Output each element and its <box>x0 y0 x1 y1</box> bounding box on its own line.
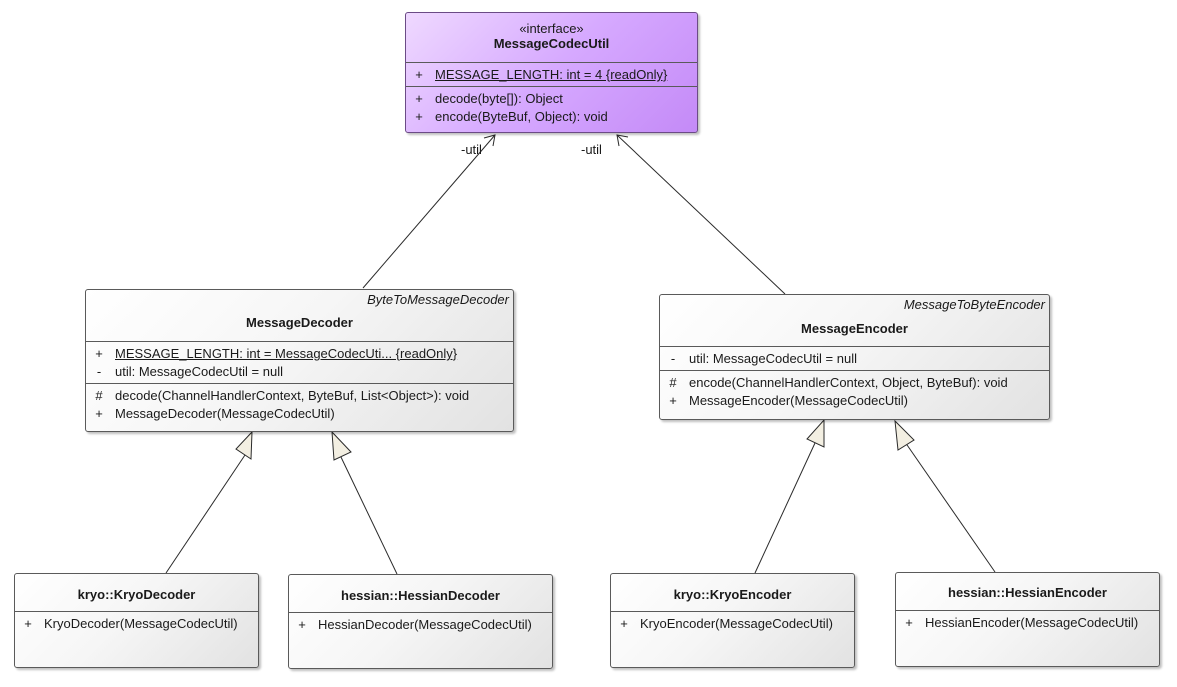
class-kryodecoder[interactable]: kryo::KryoDecoder + KryoDecoder(MessageC… <box>14 573 259 668</box>
operation-row[interactable]: + KryoEncoder(MessageCodecUtil) <box>611 615 854 633</box>
attribute-compartment: + MESSAGE_LENGTH: int = MessageCodecUti.… <box>86 341 513 383</box>
class-name: hessian::HessianEncoder <box>948 585 1107 600</box>
generalization-kryoencoder[interactable] <box>754 418 825 574</box>
visibility-marker: + <box>669 393 677 408</box>
class-name: kryo::KryoDecoder <box>77 587 196 602</box>
generalization-kryodecoder[interactable] <box>165 430 253 574</box>
operation-text: decode(byte[]): Object <box>435 91 563 106</box>
operation-text: KryoDecoder(MessageCodecUtil) <box>44 616 238 631</box>
parent-class-label: MessageToByteEncoder <box>903 297 1045 312</box>
visibility-marker: # <box>669 375 677 390</box>
operation-text: encode(ByteBuf, Object): void <box>435 109 608 124</box>
attribute-text: util: MessageCodecUtil = null <box>689 351 857 366</box>
visibility-marker: + <box>415 67 423 82</box>
generalization-hessiandecoder[interactable] <box>331 430 398 575</box>
attribute-compartment: - util: MessageCodecUtil = null <box>660 346 1049 370</box>
visibility-marker: - <box>96 364 102 379</box>
operation-text: encode(ChannelHandlerContext, Object, By… <box>689 375 1008 390</box>
operation-compartment: + HessianEncoder(MessageCodecUtil) <box>896 610 1159 634</box>
class-messagecodecutil[interactable]: «interface» MessageCodecUtil + MESSAGE_L… <box>405 12 698 133</box>
class-name: hessian::HessianDecoder <box>341 588 500 603</box>
attribute-compartment: + MESSAGE_LENGTH: int = 4 {readOnly} <box>406 62 697 86</box>
operation-row[interactable]: + HessianEncoder(MessageCodecUtil) <box>896 614 1159 632</box>
generalization-hessianencoder[interactable] <box>894 419 996 573</box>
visibility-marker: + <box>95 346 103 361</box>
operation-row[interactable]: + MessageEncoder(MessageCodecUtil) <box>660 392 1049 410</box>
class-messageencoder[interactable]: MessageToByteEncoder MessageEncoder - ut… <box>659 294 1050 420</box>
class-name: MessageDecoder <box>246 315 353 330</box>
attribute-text: MESSAGE_LENGTH: int = 4 {readOnly} <box>435 67 668 82</box>
visibility-marker: + <box>24 616 32 631</box>
visibility-marker: + <box>415 109 423 124</box>
attribute-row[interactable]: + MESSAGE_LENGTH: int = MessageCodecUti.… <box>86 345 513 363</box>
class-name: kryo::KryoEncoder <box>673 587 792 602</box>
attribute-row[interactable]: - util: MessageCodecUtil = null <box>86 363 513 381</box>
class-hessiandecoder[interactable]: hessian::HessianDecoder + HessianDecoder… <box>288 574 553 669</box>
class-kryoencoder[interactable]: kryo::KryoEncoder + KryoEncoder(MessageC… <box>610 573 855 668</box>
operation-text: decode(ChannelHandlerContext, ByteBuf, L… <box>115 388 470 403</box>
operation-row[interactable]: # decode(ChannelHandlerContext, ByteBuf,… <box>86 387 513 405</box>
operation-text: MessageDecoder(MessageCodecUtil) <box>115 406 335 421</box>
attribute-text: util: MessageCodecUtil = null <box>115 364 283 379</box>
class-name: MessageCodecUtil <box>493 36 610 51</box>
visibility-marker: + <box>905 615 913 630</box>
visibility-marker: + <box>620 616 628 631</box>
parent-class-label: ByteToMessageDecoder <box>367 292 509 307</box>
role-label-decoder-util: -util <box>461 142 482 157</box>
visibility-marker: - <box>670 351 676 366</box>
operation-compartment: # encode(ChannelHandlerContext, Object, … <box>660 370 1049 412</box>
operation-row[interactable]: + MessageDecoder(MessageCodecUtil) <box>86 405 513 423</box>
visibility-marker: + <box>95 406 103 421</box>
role-label-encoder-util: -util <box>581 142 602 157</box>
interface-stereotype: «interface» <box>519 21 584 36</box>
operation-compartment: + KryoEncoder(MessageCodecUtil) <box>611 611 854 635</box>
operation-text: HessianEncoder(MessageCodecUtil) <box>925 615 1139 630</box>
operation-compartment: + decode(byte[]): Object + encode(ByteBu… <box>406 86 697 128</box>
class-messagedecoder[interactable]: ByteToMessageDecoder MessageDecoder + ME… <box>85 289 514 432</box>
operation-compartment: # decode(ChannelHandlerContext, ByteBuf,… <box>86 383 513 425</box>
operation-compartment: + HessianDecoder(MessageCodecUtil) <box>289 612 552 636</box>
operation-row[interactable]: + HessianDecoder(MessageCodecUtil) <box>289 616 552 634</box>
association-encoder-util[interactable] <box>616 134 786 295</box>
class-hessianencoder[interactable]: hessian::HessianEncoder + HessianEncoder… <box>895 572 1160 667</box>
operation-row[interactable]: # encode(ChannelHandlerContext, Object, … <box>660 374 1049 392</box>
visibility-marker: + <box>298 617 306 632</box>
operation-row[interactable]: + encode(ByteBuf, Object): void <box>406 108 697 126</box>
class-name: MessageEncoder <box>801 321 908 336</box>
attribute-text: MESSAGE_LENGTH: int = MessageCodecUti...… <box>115 346 458 361</box>
operation-compartment: + KryoDecoder(MessageCodecUtil) <box>15 611 258 635</box>
operation-text: HessianDecoder(MessageCodecUtil) <box>318 617 532 632</box>
operation-text: KryoEncoder(MessageCodecUtil) <box>640 616 833 631</box>
visibility-marker: # <box>95 388 103 403</box>
association-decoder-util[interactable] <box>362 134 496 289</box>
operation-row[interactable]: + KryoDecoder(MessageCodecUtil) <box>15 615 258 633</box>
visibility-marker: + <box>415 91 423 106</box>
operation-row[interactable]: + decode(byte[]): Object <box>406 90 697 108</box>
operation-text: MessageEncoder(MessageCodecUtil) <box>689 393 908 408</box>
attribute-row[interactable]: - util: MessageCodecUtil = null <box>660 350 1049 368</box>
attribute-row[interactable]: + MESSAGE_LENGTH: int = 4 {readOnly} <box>406 66 697 84</box>
